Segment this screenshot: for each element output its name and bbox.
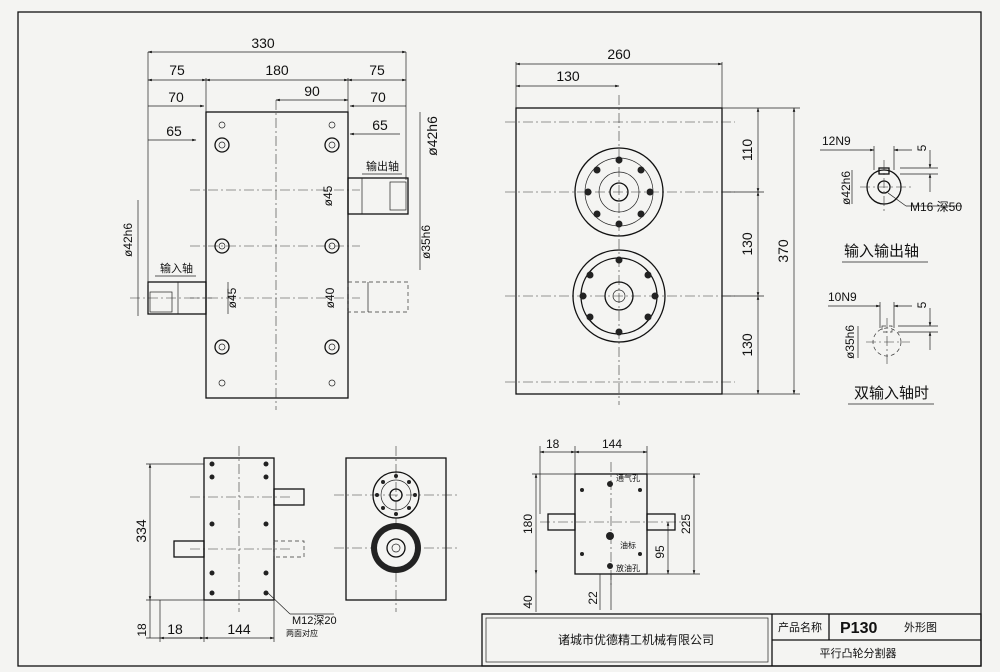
company-name: 诸城市优德精工机械有限公司 [558,632,714,647]
output-flange [574,147,664,237]
input-shaft-label: 输入轴 [160,261,193,275]
dim-M16: M16 深50 [910,200,962,214]
dim-75-left: 75 [169,62,185,78]
dim-40-right: 40 [521,595,535,609]
side-view-left: 334 18 18 144 M12深20 两面对应 [133,446,337,642]
dim-130-vertical-low: 130 [739,333,755,357]
dim-18-horizontal: 18 [167,621,183,637]
dim-40: ø40 [323,287,337,308]
dim-260: 260 [607,46,631,62]
dim-18-right: 18 [546,437,560,451]
thread-note-sub: 两面对应 [286,628,318,638]
caption-dual-input-shaft: 双输入轴时 [854,385,929,402]
dim-90: 90 [304,83,320,99]
dim-225: 225 [679,514,693,534]
dim-65-left: 65 [166,123,182,139]
dim-330: 330 [251,35,275,51]
caption-input-output-shaft: 输入输出轴 [844,243,919,260]
dim-95: 95 [653,545,667,559]
title-block: 诸城市优德精工机械有限公司 产品名称 P130 外形图 平行凸轮分割器 [481,613,982,667]
dim-42h6-detail: ø42h6 [839,171,853,205]
dim-144-right: 144 [602,437,622,451]
dim-130-horizontal: 130 [556,68,580,84]
dim-35h6-detail: ø35h6 [843,325,857,359]
dim-22: 22 [586,591,600,605]
dim-370: 370 [775,239,791,263]
output-shaft-label: 输出轴 [366,159,399,173]
dim-65-right: 65 [372,117,388,133]
top-view-bolt-holes [214,121,340,387]
dim-10N9: 10N9 [828,290,857,304]
side-view-middle [334,446,458,612]
model-number: P130 [840,620,877,637]
side-view-left-holes [209,461,269,596]
dim-35h6: ø35h6 [419,225,433,259]
drain-label: 放油孔 [616,563,640,573]
dim-45-upper: ø45 [321,185,335,206]
dim-110: 110 [739,139,755,162]
input-flange [572,249,666,343]
dim-42h6-right: ø42h6 [424,116,440,156]
dim-334: 334 [133,519,149,543]
dim-70-right: 70 [370,89,386,105]
dim-130-vertical-mid: 130 [739,232,755,256]
product-name-label: 产品名称 [778,620,822,634]
dim-45-lower: ø45 [225,287,239,308]
dim-42h6-left: ø42h6 [121,223,135,257]
drawing-frame [17,11,982,667]
vent-label: 通气孔 [616,473,640,483]
detail-dual-input-shaft: 10N9 5 ø35h6 双输入轴时 [828,290,938,405]
dim-18-vertical: 18 [135,623,149,637]
dim-5-upper: 5 [915,144,929,151]
dim-75-right: 75 [369,62,385,78]
side-view-right: 通气孔 油标 放油孔 18 144 180 40 225 95 22 [521,437,700,612]
thread-note: M12深20 [292,614,337,627]
product-name: 平行凸轮分割器 [820,646,897,660]
dim-180: 180 [265,62,289,78]
dim-70-left: 70 [168,89,184,105]
dim-5-lower: 5 [915,301,929,308]
drawing-type: 外形图 [904,621,937,634]
detail-input-output-shaft: 12N9 5 ø42h6 M16 深50 输入输出轴 [820,134,962,263]
top-view-body [205,111,349,399]
dim-144-left: 144 [227,621,251,637]
dim-12N9: 12N9 [822,134,851,148]
dim-180-right: 180 [521,514,535,534]
output-shaft [347,177,409,215]
front-view: 260 130 110 130 130 370 [505,46,800,405]
top-view: 330 75 180 75 70 90 70 65 65 ø42h6 ø45 ø… [121,35,440,410]
oil-gauge-label: 油标 [620,540,636,550]
